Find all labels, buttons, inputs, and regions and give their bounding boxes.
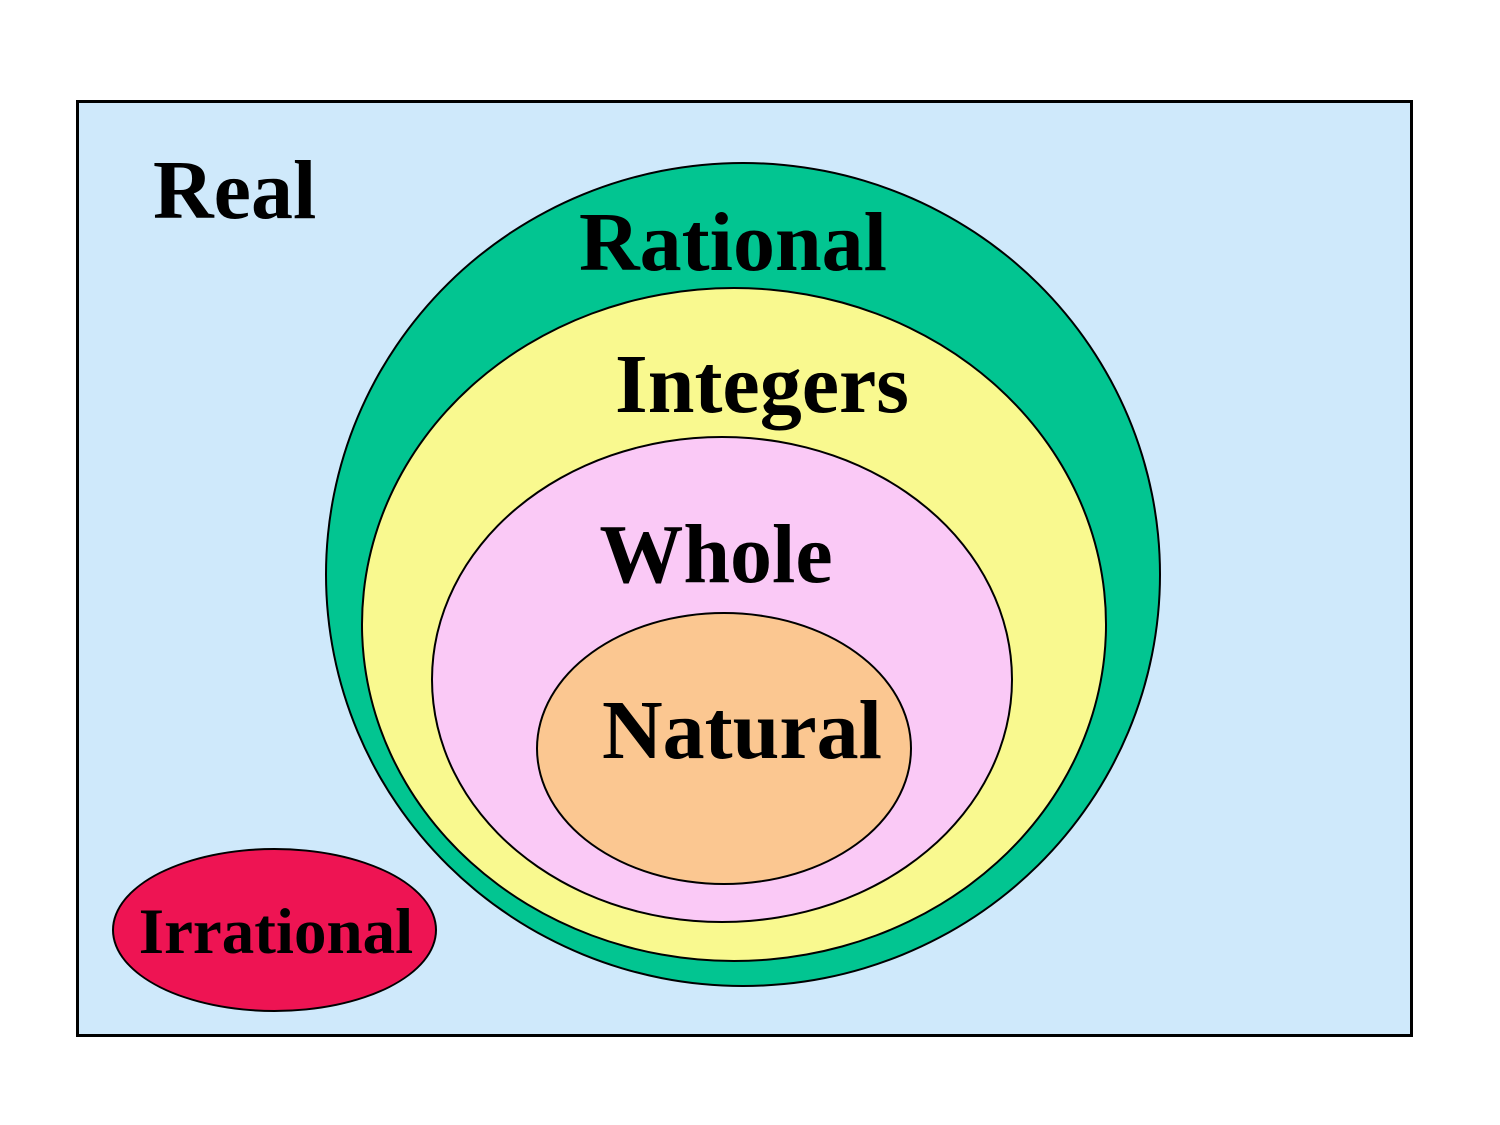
- natural-set-ellipse: [536, 612, 912, 885]
- whole-set-label: Whole: [599, 508, 833, 601]
- irrational-set-label: Irrational: [138, 896, 414, 968]
- natural-set-label: Natural: [602, 684, 882, 777]
- integers-set-label: Integers: [615, 338, 909, 431]
- real-set-label: Real: [153, 144, 317, 237]
- rational-set-label: Rational: [578, 196, 888, 289]
- irrational-set-ellipse: [112, 848, 437, 1012]
